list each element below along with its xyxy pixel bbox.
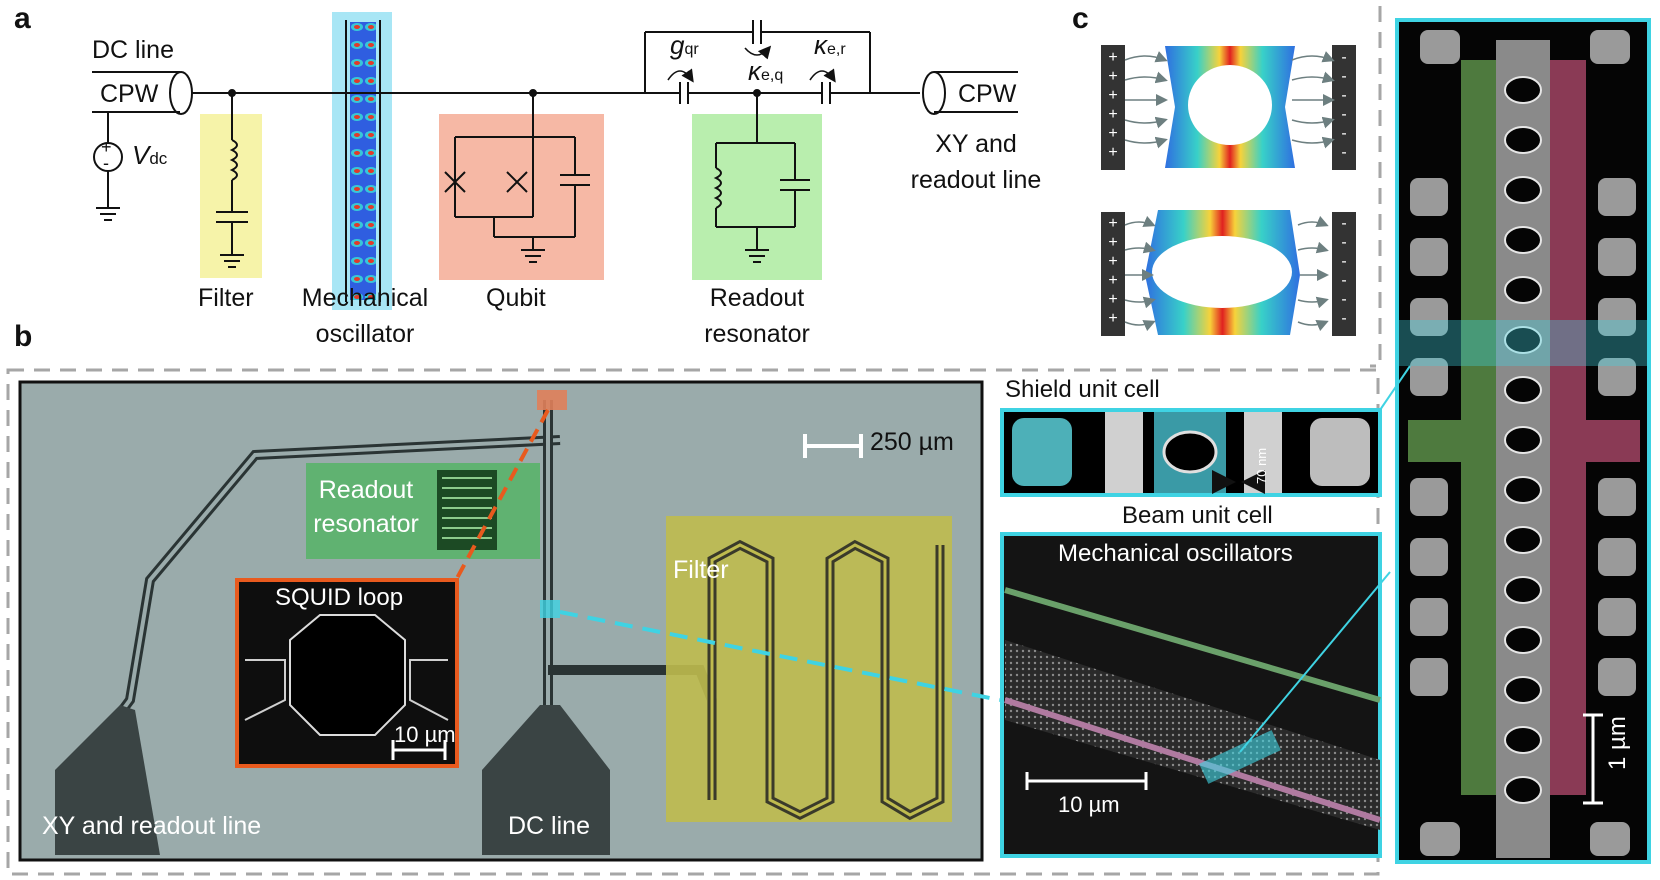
minus: -	[1341, 310, 1347, 327]
panel-label-b: b	[14, 320, 33, 353]
plus: +	[1108, 106, 1118, 123]
minus: -	[1341, 291, 1347, 308]
cpw-right-label: CPW	[958, 80, 1017, 108]
mech-scale-label: 10 µm	[1058, 792, 1120, 817]
g-qr-label: gqr	[670, 30, 699, 61]
minus: -	[1341, 49, 1347, 66]
g-symbol: g	[670, 30, 685, 60]
panel-label-a: a	[14, 2, 31, 35]
chip-filter-label: Filter	[673, 556, 729, 584]
minus: -	[1341, 68, 1347, 85]
minus: -	[1341, 272, 1347, 289]
minus: -	[1341, 125, 1347, 142]
g-subscript: qr	[684, 41, 699, 58]
minus: -	[1341, 215, 1347, 232]
mechanical-oscillator-label-line1: Mechanical	[301, 284, 429, 312]
minus: -	[1341, 106, 1347, 123]
svg-text:+: +	[101, 137, 112, 157]
squid-scale-label: 10 µm	[394, 722, 456, 747]
josephson-junction-icon-2	[506, 171, 528, 193]
minus-signs-2: - - - - - -	[1337, 214, 1351, 328]
plus: +	[1108, 234, 1118, 251]
plus: +	[1108, 291, 1118, 308]
vdc-subscript: dc	[149, 149, 168, 168]
plus-signs-2: + + + + + +	[1106, 214, 1120, 328]
plus: +	[1108, 215, 1118, 232]
squid-loop-label: SQUID loop	[275, 584, 404, 611]
filter-label: Filter	[198, 284, 254, 312]
kappa-er-symbol: κ	[814, 30, 827, 60]
shield-unit-cell-inset	[1000, 408, 1382, 497]
readout-resonator-label-line1: Readout	[709, 284, 805, 312]
plus: +	[1108, 310, 1118, 327]
plus: +	[1108, 144, 1118, 161]
kappa-er-label: κe,r	[814, 30, 846, 61]
minus-signs-1: - - - - - -	[1337, 48, 1351, 162]
dc-line-label: DC line	[92, 36, 174, 64]
josephson-junction-icon	[444, 171, 466, 193]
chip-xy-readout-line-label: XY and readout line	[42, 812, 262, 840]
gap-dimension-label: 70 nm	[1254, 392, 1283, 484]
shield-cells	[1410, 30, 1636, 856]
chip-dc-line-label: DC line	[508, 812, 590, 840]
shield-unit-cell-label: Shield unit cell	[1005, 376, 1160, 403]
electrode-left-1	[1101, 45, 1125, 170]
mechanical-oscillator-label-line2: oscillator	[315, 320, 415, 348]
cpw-right-connector	[922, 71, 946, 115]
beam-unit-cell-label: Beam unit cell	[1122, 502, 1273, 529]
squid-inset	[235, 578, 459, 768]
plus: +	[1108, 125, 1118, 142]
vdc-symbol: V	[132, 140, 150, 170]
kappa-er-subscript: e,r	[827, 41, 846, 58]
minus: -	[1341, 87, 1347, 104]
chip-readout-resonator-line1: Readout	[318, 476, 414, 504]
plus: +	[1108, 253, 1118, 270]
mechanical-oscillators-label: Mechanical oscillators	[1058, 540, 1293, 567]
electrode-right-1	[1332, 45, 1356, 170]
highlight-strip	[1399, 320, 1647, 366]
plus: +	[1108, 49, 1118, 66]
gap-dimension-text: 70 nm	[1254, 447, 1269, 484]
plus: +	[1108, 68, 1118, 85]
xy-readout-line-label-line1: XY and	[935, 130, 1017, 158]
beam-holes	[1504, 76, 1542, 804]
plus: +	[1108, 272, 1118, 289]
chip-micrograph	[18, 380, 1001, 862]
minus: -	[1341, 253, 1347, 270]
qubit-label: Qubit	[486, 284, 546, 312]
xy-readout-line-label-line2: readout line	[910, 166, 1042, 194]
panel-label-c: c	[1072, 2, 1089, 35]
chip-readout-resonator-line2: resonator	[313, 510, 419, 538]
resonator-inductor-icon	[713, 167, 722, 209]
kappa-eq-symbol: κ	[748, 56, 761, 86]
mechanical-oscillator-mode	[350, 22, 376, 300]
kappa-eq-subscript: e,q	[761, 67, 784, 84]
plus-signs-1: + + + + + +	[1106, 48, 1120, 162]
electrode-left-2	[1101, 212, 1125, 336]
cpw-left-label: CPW	[100, 80, 159, 108]
electrode-right-2	[1332, 212, 1356, 336]
cpw-left-connector	[169, 71, 193, 115]
mechanical-oscillators-inset	[1000, 532, 1391, 858]
vdc-label: Vdc	[132, 140, 167, 171]
svg-text:-: -	[103, 153, 109, 173]
panel-c	[1101, 6, 1651, 864]
scale-bar-250um-label: 250 µm	[870, 428, 954, 456]
minus: -	[1341, 144, 1347, 161]
qubit-box	[439, 114, 604, 280]
filter-inductor-icon	[229, 139, 238, 181]
scale-bar-1um-label: 1 µm	[1604, 716, 1631, 770]
minus: -	[1341, 234, 1347, 251]
circuit-schematic	[92, 12, 1018, 310]
plus: +	[1108, 87, 1118, 104]
readout-resonator-label-line2: resonator	[704, 320, 810, 348]
kappa-eq-label: κe,q	[748, 56, 783, 87]
